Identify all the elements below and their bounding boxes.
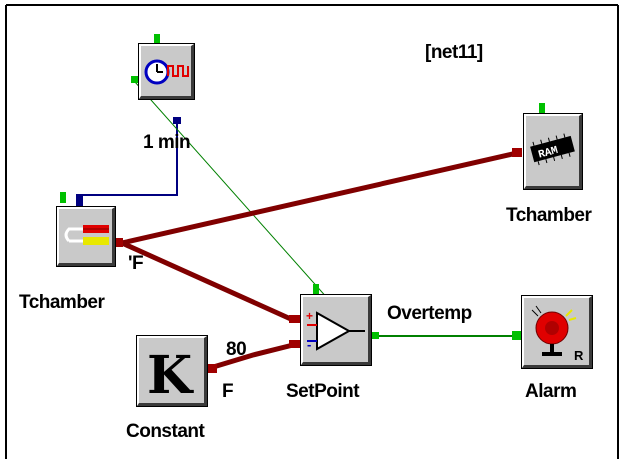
- constant-value: 80: [226, 339, 247, 360]
- setpoint-output-port[interactable]: [370, 332, 379, 339]
- comparator-icon: + -: [306, 309, 365, 352]
- ram-chip-icon: RAM: [530, 133, 575, 166]
- constant-unit: F: [222, 381, 234, 402]
- ram-data-port[interactable]: [512, 148, 522, 157]
- ram-label: Tchamber: [506, 205, 592, 226]
- svg-text:R: R: [574, 348, 584, 363]
- clock-input-port[interactable]: [154, 34, 160, 45]
- constant-k-icon: K: [147, 345, 194, 404]
- setpoint-block[interactable]: + -: [300, 294, 372, 366]
- clock-label: 1 min: [143, 132, 191, 153]
- timer-clock-icon: [144, 59, 189, 85]
- clock-control-port[interactable]: [173, 117, 181, 124]
- thermocouple-label: Tchamber: [19, 292, 105, 313]
- svg-text:K: K: [147, 345, 194, 404]
- constant-label: Constant: [126, 421, 205, 442]
- setpoint-output-label: Overtemp: [387, 303, 472, 324]
- thermocouple-input-port[interactable]: [60, 192, 66, 203]
- alarm-bell-icon: R: [531, 305, 584, 363]
- alarm-label: Alarm: [525, 381, 577, 402]
- setpoint-label: SetPoint: [286, 381, 360, 402]
- alarm-block[interactable]: R: [521, 295, 593, 369]
- ram-block[interactable]: RAM: [523, 113, 583, 190]
- clock-block[interactable]: [138, 43, 195, 100]
- alarm-input-port[interactable]: [512, 331, 522, 340]
- svg-text:-: -: [307, 337, 311, 352]
- ram-input-port[interactable]: [539, 103, 545, 114]
- setpoint-input-minus-port[interactable]: [289, 340, 301, 348]
- thermocouple-control-port[interactable]: [76, 194, 83, 208]
- thermocouple-block[interactable]: [56, 206, 116, 267]
- svg-text:+: +: [306, 309, 313, 323]
- thermocouple-output-port[interactable]: [111, 238, 123, 247]
- network-name: [net11]: [425, 42, 483, 63]
- thermocouple-probe-icon: [64, 225, 109, 245]
- constant-output-port[interactable]: [205, 364, 217, 373]
- setpoint-enable-port[interactable]: [313, 284, 319, 295]
- thermocouple-port-label: 'F: [128, 253, 144, 274]
- constant-block[interactable]: K: [136, 335, 208, 407]
- clock-output-port[interactable]: [131, 76, 141, 83]
- setpoint-input-plus-port[interactable]: [289, 315, 301, 323]
